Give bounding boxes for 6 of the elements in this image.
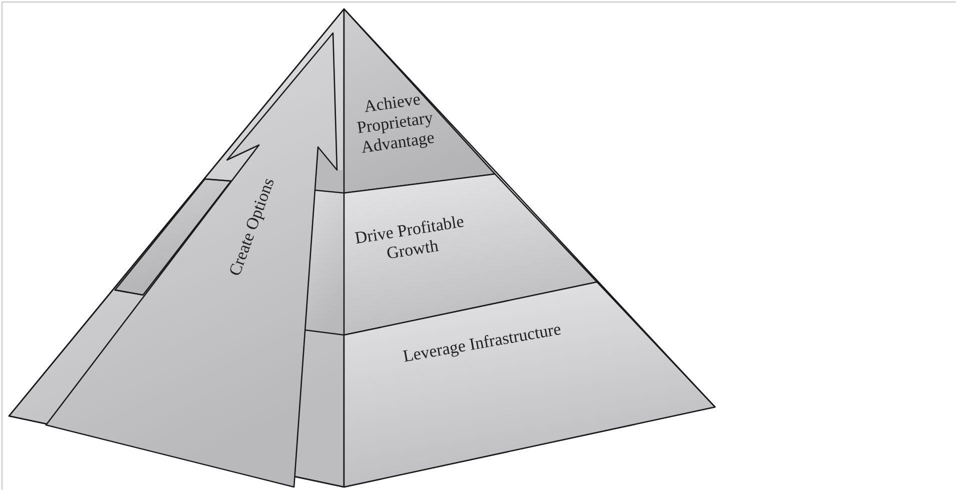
tier-label: Leverage Infrastructure xyxy=(400,318,564,368)
pyramid-tier xyxy=(344,282,715,487)
arrow-label: Create Options xyxy=(224,174,279,280)
tier-label: Achieve Proprietary Advantage xyxy=(354,88,436,159)
zigzag-arrow xyxy=(46,33,337,487)
tier-label: Drive Profitable Growth xyxy=(352,210,466,265)
